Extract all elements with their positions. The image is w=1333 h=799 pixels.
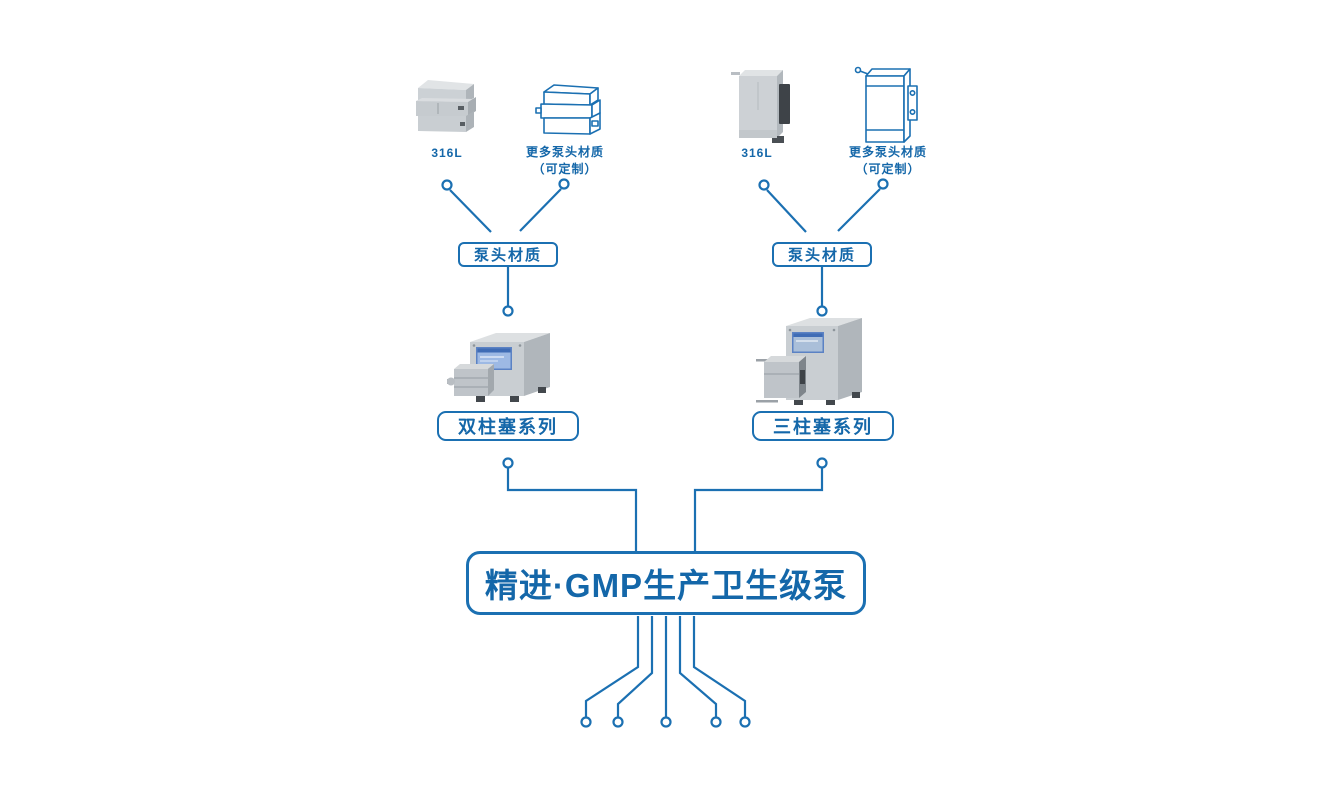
series-box-double-plunger[interactable]: 双柱塞系列 [437,411,579,441]
head-label-custom-right: 更多泵头材质 （可定制） [826,144,950,178]
head-label-custom-left-line2: （可定制） [532,162,598,176]
pump-head-custom-outline-right [854,66,918,143]
pump-head-316l-photo-left [416,80,476,132]
head-label-custom-left-line1: 更多泵头材质 [525,145,604,159]
head-label-custom-left: 更多泵头材质 （可定制） [503,144,627,178]
head-label-316l-right: 316L [741,146,773,160]
material-box-left[interactable]: 泵头材质 [458,242,558,267]
head-label-316l-left: 316L [431,146,463,160]
material-box-right[interactable]: 泵头材质 [772,242,872,267]
head-label-custom-right-line1: 更多泵头材质 [848,145,927,159]
double-plunger-pump-illustration [447,333,550,402]
pump-head-316l-photo-right [731,70,790,143]
series-box-triple-plunger[interactable]: 三柱塞系列 [752,411,894,441]
pump-head-custom-outline-left [535,84,601,135]
root-title-box[interactable]: 精进·GMP生产卫生级泵 [466,551,866,615]
head-label-custom-right-line2: （可定制） [855,162,921,176]
triple-plunger-pump-illustration [756,318,862,405]
